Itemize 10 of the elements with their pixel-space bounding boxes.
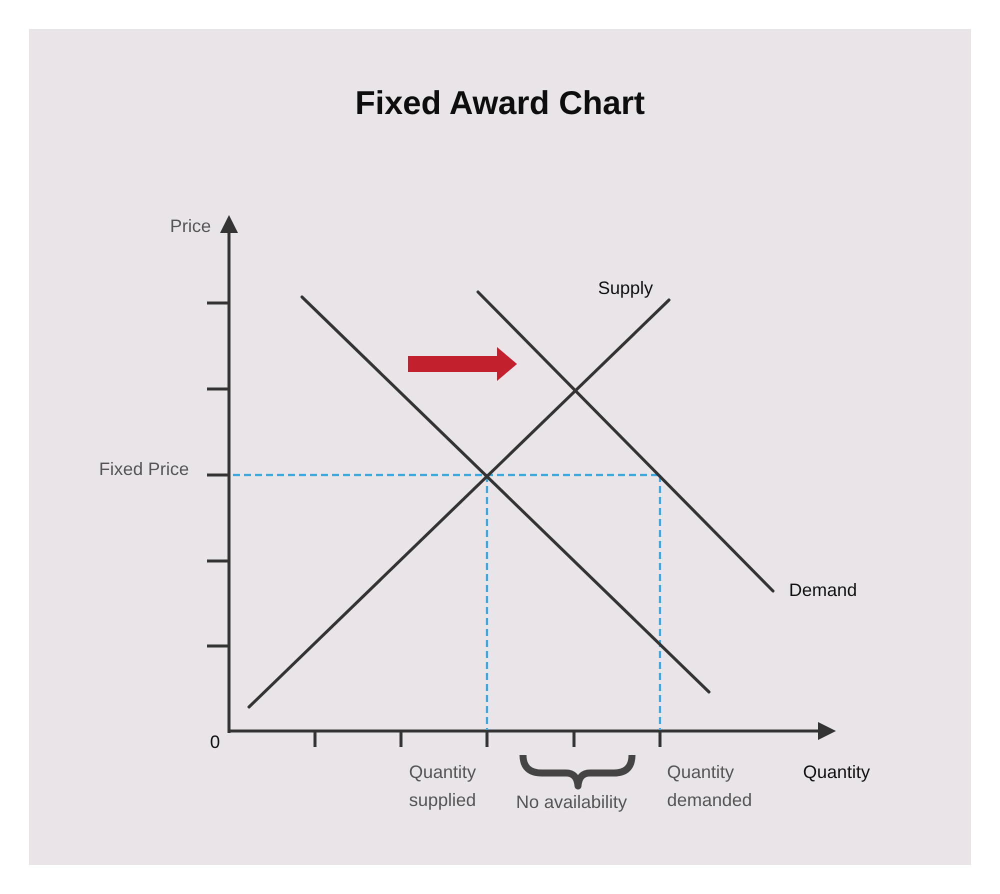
axis-value-label: Quantity demanded xyxy=(667,761,754,812)
chart-title: Fixed Award Chart xyxy=(355,83,645,123)
axis-title: Quantity xyxy=(803,761,870,784)
axis-value-label: Fixed Price xyxy=(98,458,189,481)
axis-value-label: Quantity supplied xyxy=(409,761,478,812)
bracket-label: No availability xyxy=(516,791,628,814)
axis-title: Price xyxy=(170,215,211,238)
curve-label: Demand xyxy=(789,579,858,602)
origin-label: 0 xyxy=(210,731,220,754)
curve-label: Supply xyxy=(598,277,654,300)
